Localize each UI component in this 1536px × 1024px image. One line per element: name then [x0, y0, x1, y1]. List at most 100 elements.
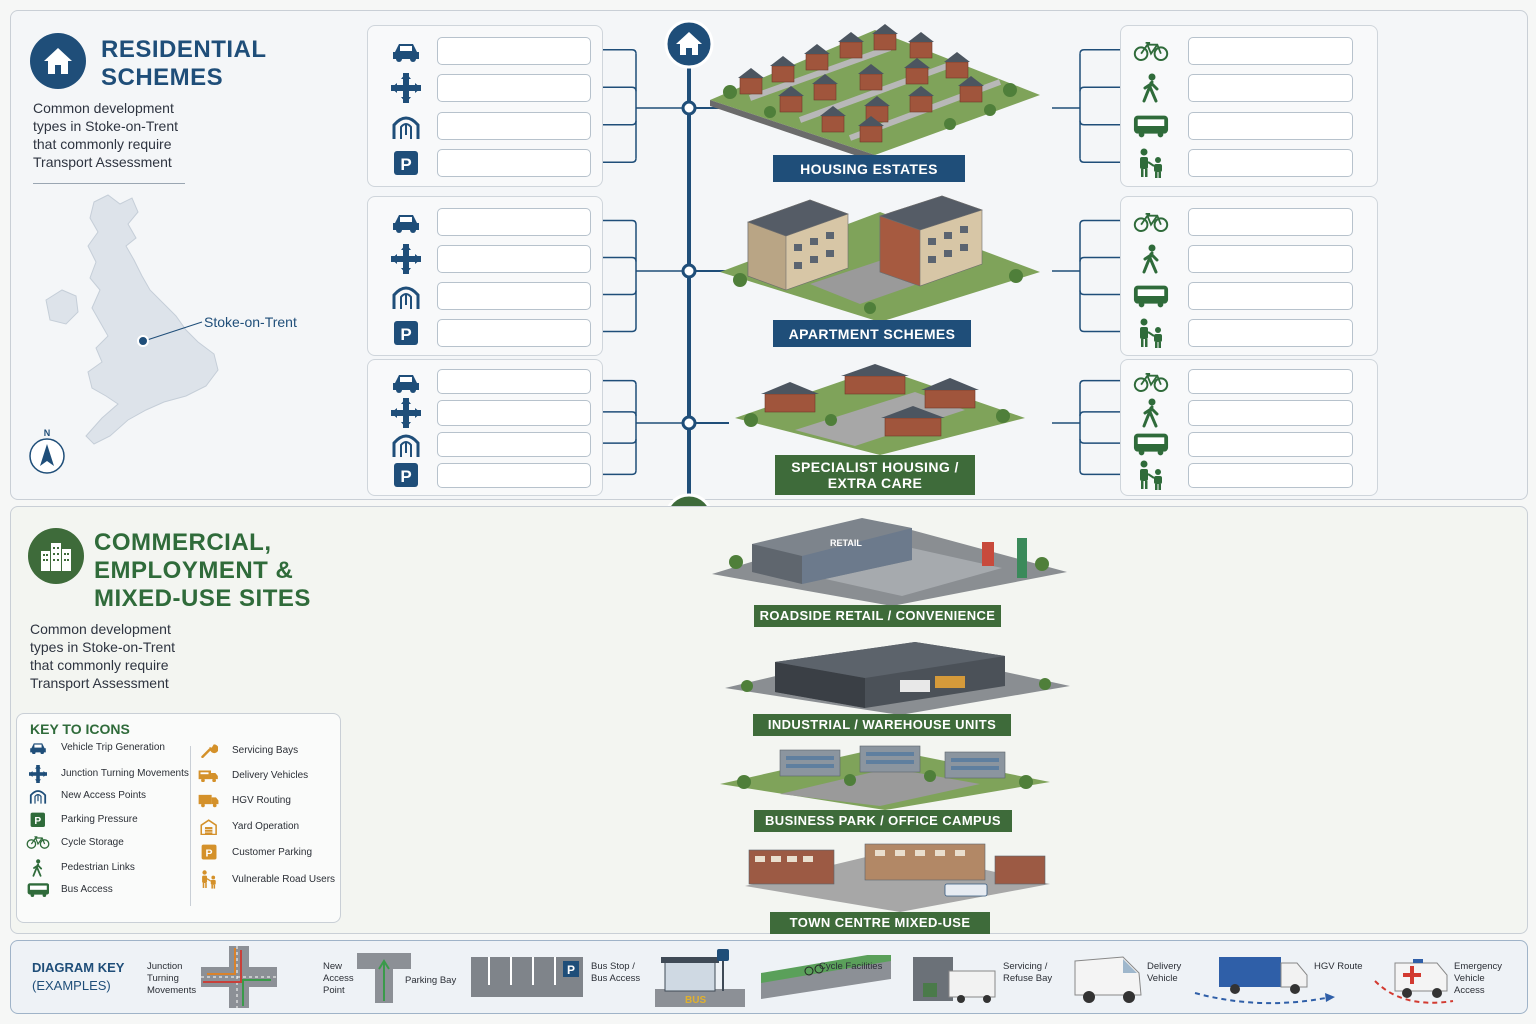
key-item-label: Junction Turning Movements — [61, 768, 189, 779]
bus-icon — [1133, 112, 1169, 140]
svg-text:P: P — [400, 325, 411, 344]
dk-servicing-label: Servicing / Refuse Bay — [1003, 961, 1053, 984]
dk-hgv-label: HGV Route — [1314, 961, 1363, 972]
key-item-pedestrian-links: Pedestrian Links — [25, 858, 135, 877]
input-field[interactable] — [437, 400, 591, 426]
dk-junction-label: Junction Turning Movements — [147, 961, 197, 996]
key-item-label: Customer Parking — [232, 846, 313, 858]
housing-estates-label: HOUSING ESTATES — [773, 155, 965, 182]
key-item-label: Servicing Bays — [232, 744, 299, 756]
key-item-label: Cycle Storage — [61, 836, 124, 848]
key-item-label: Vulnerable Road Users — [232, 873, 336, 885]
walk-icon — [1133, 73, 1169, 103]
parking-icon: P — [25, 812, 51, 828]
specialist-housing-label: SPECIALIST HOUSING / EXTRA CARE — [775, 455, 975, 495]
input-field[interactable] — [437, 74, 591, 103]
input-field[interactable] — [1188, 244, 1353, 273]
input-field[interactable] — [437, 369, 591, 395]
bus-icon — [25, 882, 51, 898]
junction-icon — [388, 73, 424, 104]
bus-lane-marking: BUS — [685, 995, 706, 1006]
bike-icon — [25, 835, 51, 849]
residential-title: RESIDENTIAL SCHEMES — [101, 36, 267, 91]
commercial-description: Common development types in Stoke-on-Tre… — [30, 621, 175, 691]
input-field[interactable] — [1188, 36, 1353, 65]
input-field[interactable] — [437, 244, 591, 273]
bus-icon — [1133, 430, 1169, 458]
svg-text:P: P — [35, 815, 42, 826]
spine-node — [681, 263, 697, 279]
key-item-label: Yard Operation — [232, 821, 300, 833]
family-icon — [1133, 318, 1169, 348]
parking-bay-sign: P — [567, 963, 575, 977]
roadside-retail-illustration: RETAIL — [712, 518, 1067, 606]
key-item-label: New Access Points — [61, 790, 147, 802]
car-icon — [388, 37, 424, 65]
input-field[interactable] — [437, 111, 591, 140]
walk-icon — [25, 858, 51, 877]
key-item-delivery-vehicles: Delivery Vehicles — [196, 768, 308, 783]
input-field[interactable] — [1188, 431, 1353, 457]
dk-cycle-label: Cycle Facilities — [819, 961, 883, 972]
residential-left-box-1: P — [367, 196, 603, 356]
cycle-facilities-diagram-icon — [761, 955, 891, 999]
input-field[interactable] — [1188, 74, 1353, 103]
spine-node — [681, 415, 697, 431]
specialist-housing-illustration — [735, 364, 1025, 455]
input-field[interactable] — [437, 207, 591, 236]
family-icon — [1133, 460, 1169, 491]
input-field[interactable] — [1188, 318, 1353, 347]
key-to-icons-title: KEY TO ICONS — [30, 721, 130, 737]
map-location-label: Stoke-on-Trent — [204, 314, 297, 330]
input-field[interactable] — [1188, 462, 1353, 488]
input-field[interactable] — [437, 149, 591, 178]
svg-text:P: P — [400, 467, 411, 486]
family-icon — [1133, 148, 1169, 179]
access-icon — [388, 282, 424, 310]
delivery-vehicle-diagram-icon — [1074, 956, 1142, 1003]
input-field[interactable] — [437, 462, 591, 488]
access-icon — [25, 788, 51, 804]
dk-parking-label: Parking Bay — [405, 975, 457, 986]
input-field[interactable] — [1188, 281, 1353, 310]
family-icon — [196, 870, 222, 889]
spine-node — [681, 100, 697, 116]
residential-left-box-0: P — [367, 25, 603, 187]
input-field[interactable] — [437, 281, 591, 310]
parking-icon: P — [388, 461, 424, 489]
input-field[interactable] — [1188, 149, 1353, 178]
hgv-icon — [196, 793, 222, 808]
car-icon — [25, 741, 51, 755]
house-icon — [30, 33, 86, 89]
key-item-label: HGV Routing — [232, 795, 291, 807]
input-field[interactable] — [1188, 400, 1353, 426]
input-field[interactable] — [1188, 111, 1353, 140]
business-park-label: BUSINESS PARK / OFFICE CAMPUS — [754, 810, 1012, 832]
parking-icon: P — [388, 149, 424, 177]
input-field[interactable] — [437, 431, 591, 457]
town-centre-label: TOWN CENTRE MIXED-USE — [770, 912, 990, 934]
uk-map — [45, 194, 219, 445]
diagram-key: DIAGRAM KEY (EXAMPLES) Junction Turning … — [10, 940, 1528, 1014]
svg-text:P: P — [400, 155, 411, 174]
key-to-icons: KEY TO ICONS — [16, 713, 341, 923]
dk-access-label: New Access Point — [323, 961, 354, 996]
residential-hub-icon — [664, 20, 714, 69]
input-field[interactable] — [437, 318, 591, 347]
key-item-junction-turning-movements: Junction Turning Movements — [25, 764, 189, 783]
junction-icon — [25, 764, 51, 783]
apartment-scheme-illustration — [720, 195, 1040, 322]
input-field[interactable] — [437, 36, 591, 65]
divider — [33, 183, 185, 184]
servicing-bay-diagram-icon — [913, 957, 996, 1003]
input-field[interactable] — [1188, 207, 1353, 236]
walk-icon — [1133, 398, 1169, 428]
input-field[interactable] — [1188, 369, 1353, 395]
bike-icon — [1133, 37, 1169, 65]
car-icon — [388, 208, 424, 236]
key-item-yard-operation: Yard Operation — [196, 819, 299, 835]
car-icon — [388, 368, 424, 396]
key-item-bus-access: Bus Access — [25, 882, 113, 898]
